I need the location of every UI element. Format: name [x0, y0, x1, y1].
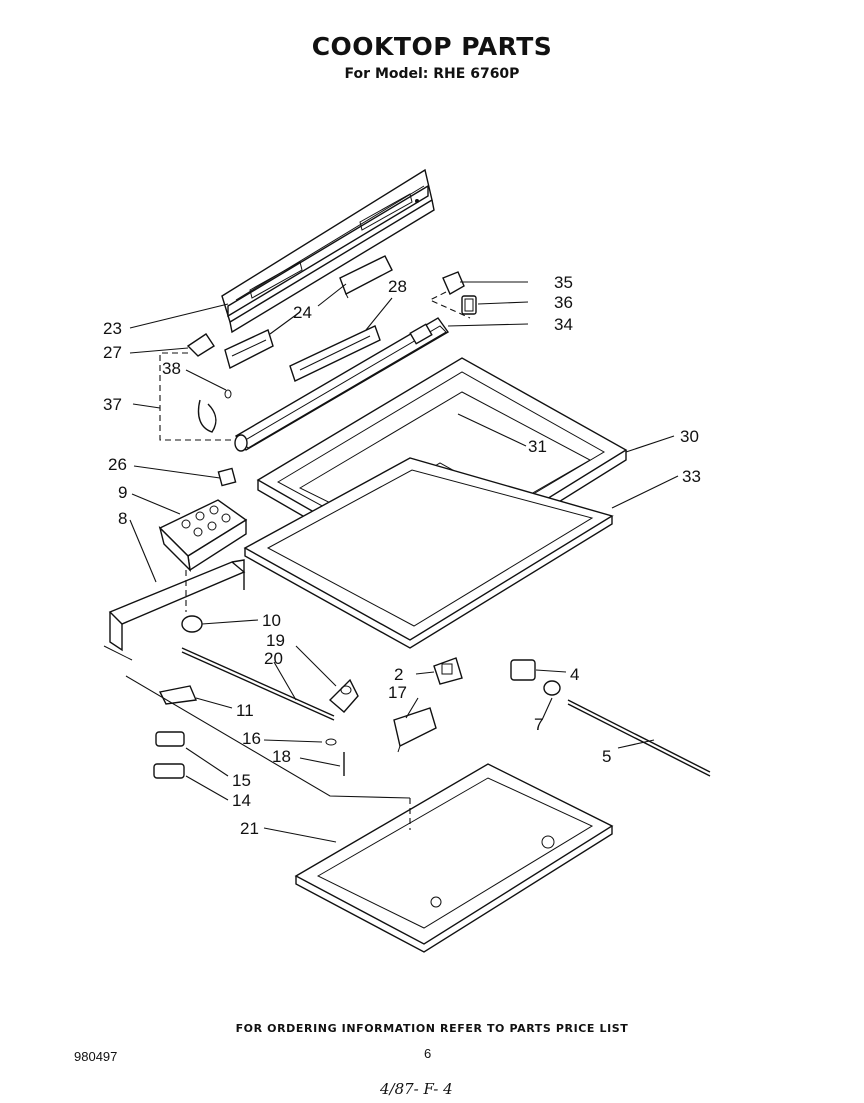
part-label-8: 8 [118, 509, 127, 528]
part-label-18: 18 [272, 747, 291, 766]
part-label-24: 24 [293, 303, 312, 322]
part-label-31: 31 [528, 437, 547, 456]
drip-panel-drawing [243, 457, 614, 649]
part-label-15: 15 [232, 771, 251, 790]
part-label-37: 37 [103, 395, 122, 414]
part-label-2: 2 [394, 665, 403, 684]
part-label-34: 34 [554, 315, 573, 334]
part-label-21: 21 [240, 819, 259, 838]
page-number: 6 [424, 1046, 432, 1061]
part-label-35: 35 [554, 273, 573, 292]
bottom-tray-drawing [294, 763, 614, 953]
rear-panel-drawing [221, 168, 435, 334]
part-label-7: 7 [534, 715, 543, 734]
leader-lines [129, 281, 679, 843]
clip-and-wire-drawing [159, 333, 236, 441]
part-number-labels: 23 24 28 27 38 37 35 36 34 31 30 33 26 9… [103, 273, 701, 838]
part-label-11: 11 [236, 701, 254, 720]
part-label-5: 5 [602, 747, 611, 766]
ordering-note: FOR ORDERING INFORMATION REFER TO PARTS … [235, 1022, 629, 1035]
part-label-10: 10 [262, 611, 281, 630]
part-label-30: 30 [680, 427, 699, 446]
page-title: COOKTOP PARTS [311, 32, 553, 61]
part-label-26: 26 [108, 455, 127, 474]
part-label-4: 4 [570, 665, 579, 684]
part-label-33: 33 [682, 467, 701, 486]
manifold-tube-drawing [234, 317, 450, 452]
model-subtitle: For Model: RHE 6760P [344, 66, 520, 82]
switch-rod-drawing [510, 659, 711, 777]
part-label-38: 38 [162, 359, 181, 378]
knob-parts-drawing [428, 271, 477, 319]
part-label-36: 36 [554, 293, 573, 312]
part-label-27: 27 [103, 343, 122, 362]
part-label-16: 16 [242, 729, 261, 748]
part-label-28: 28 [388, 277, 407, 296]
part-label-19: 19 [266, 631, 285, 650]
mounting-bracket-drawing [103, 559, 246, 661]
part-label-9: 9 [118, 483, 127, 502]
small-clip-drawing [393, 657, 463, 753]
part-label-17: 17 [388, 683, 407, 702]
part-label-23: 23 [103, 319, 122, 338]
handwritten-note: 4/87- F- 4 [380, 1080, 453, 1098]
terminal-block-drawing [158, 467, 248, 572]
trim-strip-drawing [289, 325, 381, 382]
part-label-14: 14 [232, 791, 251, 810]
part-label-20: 20 [264, 649, 283, 668]
document-number: 980497 [74, 1049, 118, 1064]
bracket-drawing [224, 255, 393, 370]
switch-and-rod-drawing [125, 615, 411, 799]
